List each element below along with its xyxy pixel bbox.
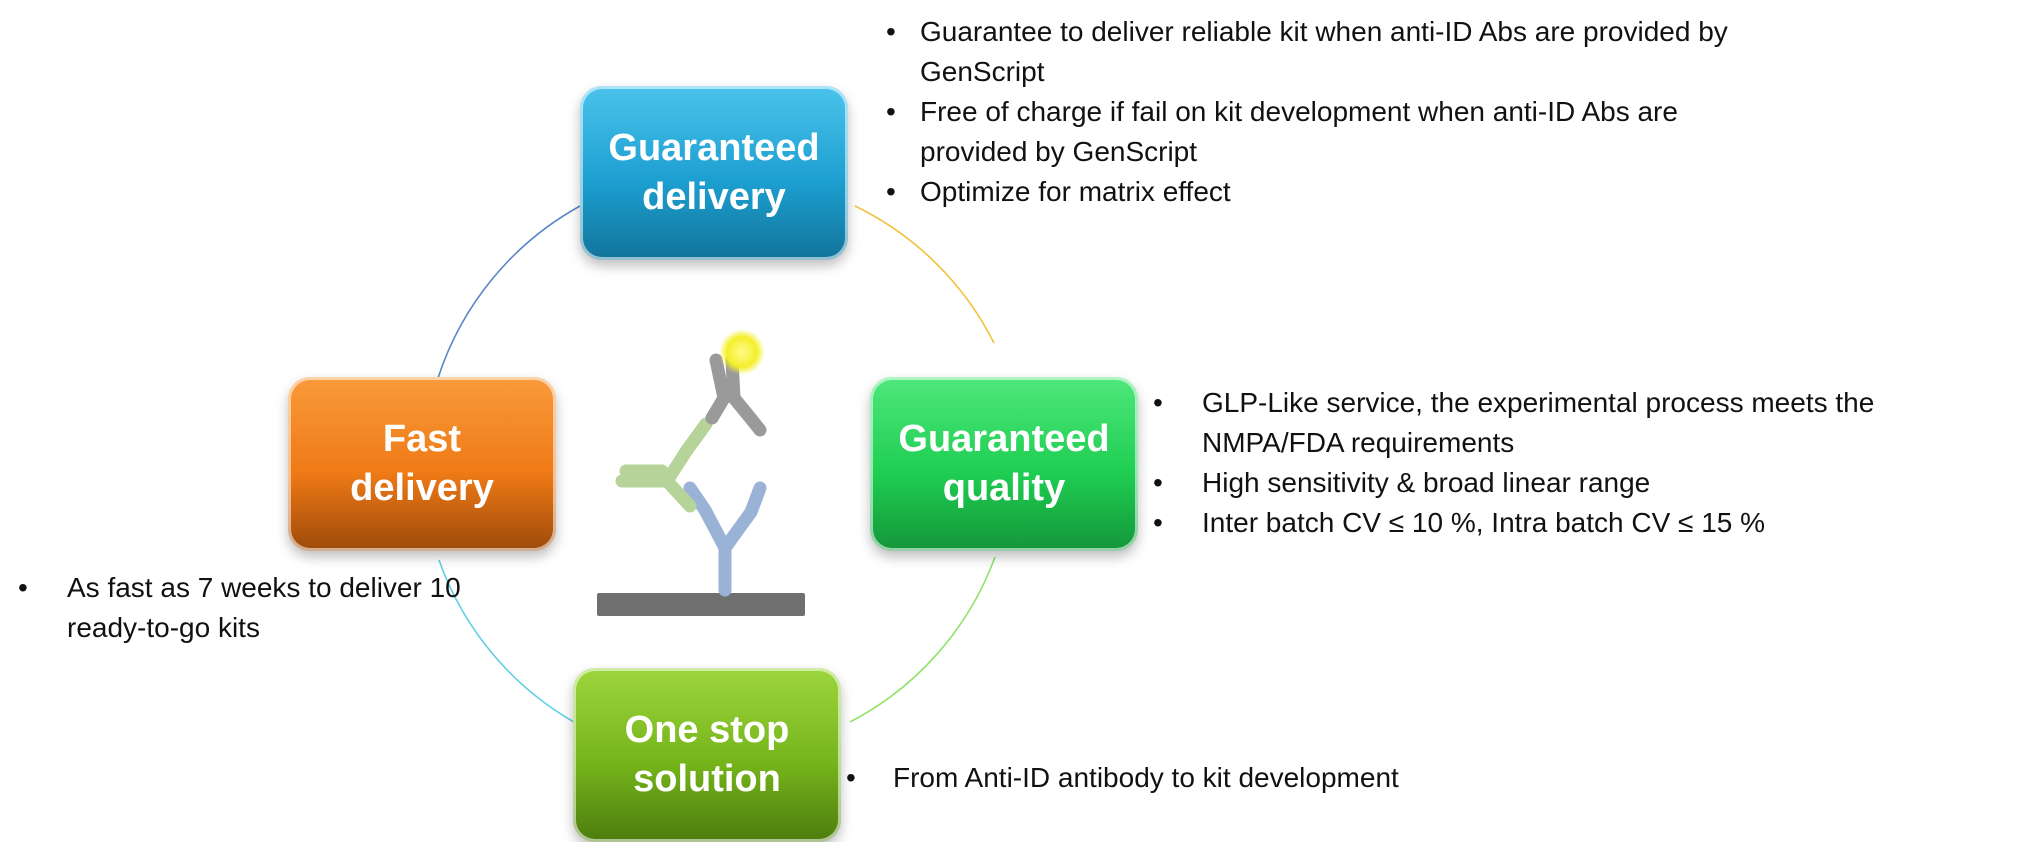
bullet-item: Optimize for matrix effect — [886, 172, 1766, 212]
guaranteed-delivery-box: Guaranteed delivery — [580, 86, 848, 260]
one-stop-solution-bullets: From Anti-ID antibody to kit development — [846, 758, 1606, 798]
fast-delivery-bullets: As fast as 7 weeks to deliver 10 ready-t… — [18, 568, 468, 648]
arc-top-right — [854, 205, 995, 344]
guaranteed-quality-bullets: GLP-Like service, the experimental proce… — [1153, 383, 2013, 543]
bullet-item: From Anti-ID antibody to kit development — [846, 758, 1606, 798]
bullet-item: High sensitivity & broad linear range — [1153, 463, 2013, 503]
bullet-item: Inter batch CV ≤ 10 %, Intra batch CV ≤ … — [1153, 503, 2013, 543]
arc-left-top — [437, 205, 581, 379]
guaranteed-quality-box: Guaranteed quality — [870, 377, 1138, 551]
bullet-item: As fast as 7 weeks to deliver 10 ready-t… — [18, 568, 468, 648]
capture-antibody — [683, 481, 767, 597]
fast-delivery-box: Fast delivery — [288, 377, 556, 551]
bullet-item: GLP-Like service, the experimental proce… — [1153, 383, 2013, 463]
one-stop-solution-box: One stop solution — [573, 668, 841, 842]
cycle-ring — [437, 205, 996, 723]
arc-right-bottom — [849, 556, 996, 723]
bullet-item: Guarantee to deliver reliable kit when a… — [886, 12, 1766, 92]
antibody-sandwich-assay-icon — [597, 329, 805, 616]
detection-signal-dot — [719, 329, 765, 375]
anti-id-antibody — [615, 417, 713, 513]
bullet-item: Free of charge if fail on kit developmen… — [886, 92, 1766, 172]
guaranteed-delivery-bullets: Guarantee to deliver reliable kit when a… — [886, 12, 1766, 212]
plate-surface — [597, 593, 805, 616]
detection-antibody — [705, 353, 767, 437]
